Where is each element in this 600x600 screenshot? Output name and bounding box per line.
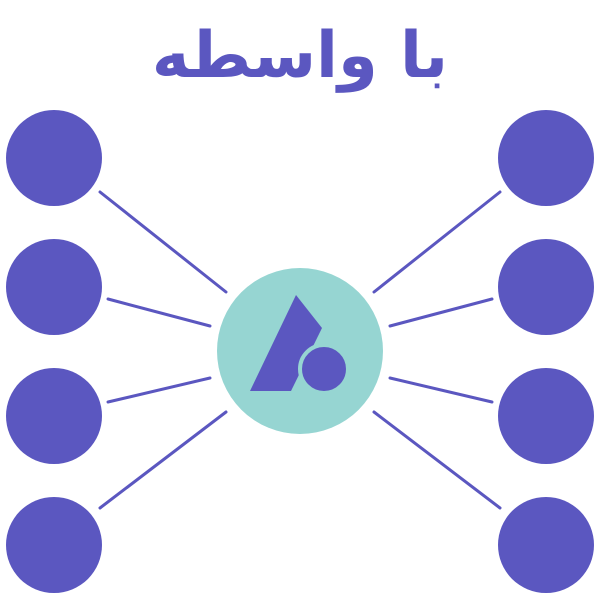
node-left-4	[6, 497, 102, 593]
edge-left-1	[98, 190, 228, 294]
node-right-2	[498, 239, 594, 335]
connector-lines	[98, 190, 502, 510]
triangle-circle-logo-icon	[250, 295, 350, 395]
node-right-1	[498, 110, 594, 206]
edge-left-3	[106, 376, 212, 404]
diagram-title: با واسطه	[151, 19, 449, 93]
node-left-2	[6, 239, 102, 335]
edge-left-2	[106, 297, 212, 328]
hub-node	[217, 268, 383, 434]
edge-right-2	[388, 297, 494, 328]
node-right-4	[498, 497, 594, 593]
logo-dot	[298, 343, 350, 395]
edge-right-1	[372, 190, 502, 294]
logo-triangle	[250, 295, 322, 391]
right-nodes	[498, 110, 594, 593]
left-nodes	[6, 110, 102, 593]
node-left-3	[6, 368, 102, 464]
edge-left-4	[98, 410, 228, 510]
edge-right-4	[372, 410, 502, 510]
node-left-1	[6, 110, 102, 206]
node-right-3	[498, 368, 594, 464]
edge-right-3	[388, 376, 494, 404]
